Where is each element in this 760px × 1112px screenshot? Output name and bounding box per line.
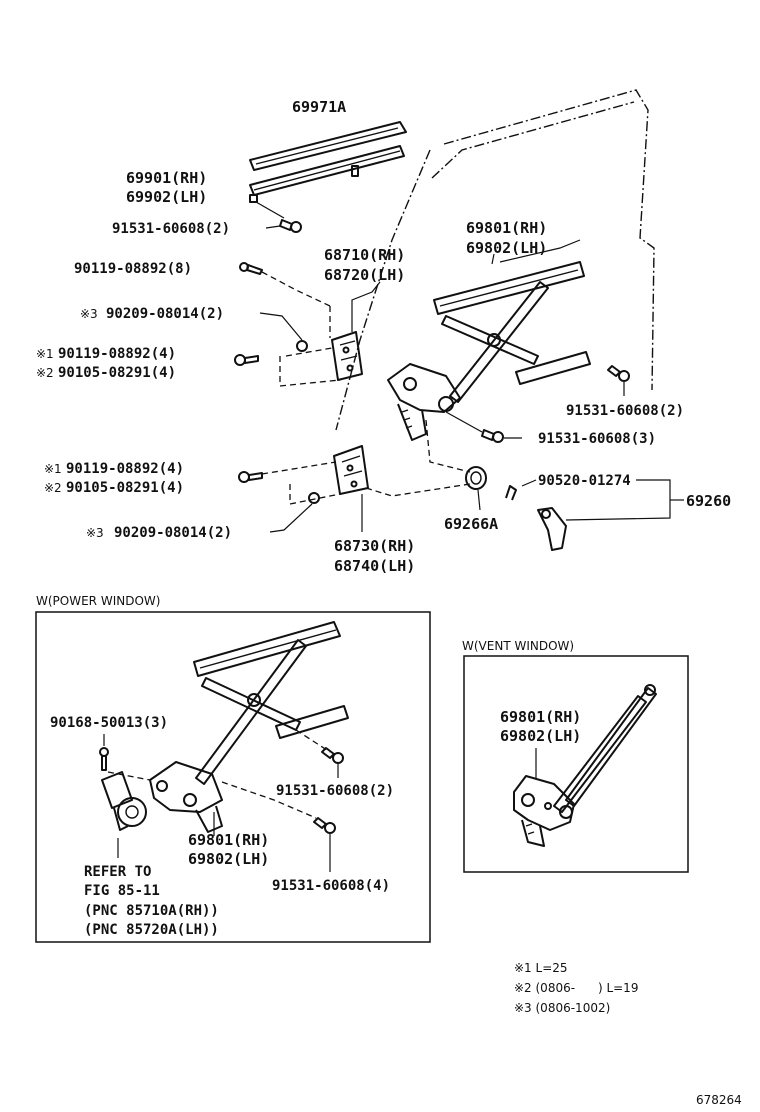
diagram-id: 678264 <box>696 1093 742 1107</box>
part-number-handle-assy: 69260 <box>686 492 731 510</box>
part-number-hinge-upper-rh: 68710(RH) <box>324 246 405 264</box>
part-number-69971a: 69971A <box>292 98 346 116</box>
part-number-nut-lower: 90209-08014(2) <box>114 525 232 541</box>
nut-icon <box>296 340 308 352</box>
part-number-bolt-upper-alt: 90105-08291(4) <box>58 365 176 381</box>
vent-window-box <box>463 655 689 873</box>
refer-line-2: FIG 85-11 <box>84 883 160 899</box>
note-marker: ※1 <box>36 347 54 361</box>
refer-line-3: (PNC 85710A(RH)) <box>84 903 219 919</box>
part-number-bolt-lower-alt: 90105-08291(4) <box>66 480 184 496</box>
upper-hinge <box>331 331 363 381</box>
part-number-pw-bolt-2: 91531-60608(2) <box>276 783 394 799</box>
power-window-title: W(POWER WINDOW) <box>36 594 160 608</box>
part-number-hinge-lower-lh: 68740(LH) <box>334 557 415 575</box>
bolt-icon <box>279 219 302 233</box>
door-frame-left <box>335 149 431 431</box>
vent-window-title: W(VENT WINDOW) <box>462 639 574 653</box>
part-number-vent-regulator-lh: 69802(LH) <box>500 727 581 745</box>
lower-hinge <box>333 445 369 495</box>
bolt-icon <box>607 365 630 382</box>
window-motor <box>101 771 147 831</box>
part-number-screw-lower: 90119-08892(4) <box>66 461 184 477</box>
power-window-box <box>35 611 431 943</box>
cushion-icon <box>465 466 487 490</box>
part-number-pw-screw: 90168-50013(3) <box>50 715 168 731</box>
clip-icon <box>505 485 517 501</box>
part-number-nut-upper: 90209-08014(2) <box>106 306 224 322</box>
note-marker: ※3 <box>86 526 104 540</box>
part-number-channel-lh: 69902(LH) <box>126 188 207 206</box>
part-number-bolt-regulator-2: 91531-60608(2) <box>566 403 684 419</box>
part-number-vent-regulator-rh: 69801(RH) <box>500 708 581 726</box>
part-number-cushion: 69266A <box>444 515 498 533</box>
part-number-regulator-rh: 69801(RH) <box>466 219 547 237</box>
note-marker: ※1 <box>44 462 62 476</box>
part-number-regulator-lh: 69802(LH) <box>466 239 547 257</box>
part-number-pw-regulator-lh: 69802(LH) <box>188 850 269 868</box>
door-frame-outline <box>443 89 655 391</box>
glass-channel-bracket <box>249 145 405 203</box>
screw-icon <box>234 354 259 366</box>
note-1: ※1 L=25 <box>514 961 568 975</box>
note-marker: ※3 <box>80 307 98 321</box>
part-number-channel-rh: 69901(RH) <box>126 169 207 187</box>
vent-window-regulator <box>513 684 657 847</box>
part-number-pw-regulator-rh: 69801(RH) <box>188 831 269 849</box>
refer-line-4: (PNC 85720A(LH)) <box>84 922 219 938</box>
door-panel-lower <box>425 419 471 473</box>
bolt-icon <box>321 747 344 764</box>
screw-icon <box>99 747 109 771</box>
part-number-screw-8: 90119-08892(8) <box>74 261 192 277</box>
note-2: ※2 (0806- ) L=19 <box>514 981 638 995</box>
bolt-icon <box>313 817 336 834</box>
part-number-bolt-regulator-3: 91531-60608(3) <box>538 431 656 447</box>
bolt-icon <box>481 429 504 443</box>
part-number-screw-upper: 90119-08892(4) <box>58 346 176 362</box>
part-number-clip: 90520-01274 <box>538 473 631 489</box>
nut-icon <box>308 492 320 504</box>
part-number-hinge-upper-lh: 68720(LH) <box>324 266 405 284</box>
screw-icon <box>238 471 263 483</box>
note-3: ※3 (0806-1002) <box>514 1001 610 1015</box>
part-number-bolt-channel: 91531-60608(2) <box>112 221 230 237</box>
refer-line-1: REFER TO <box>84 864 151 880</box>
screw-icon <box>239 262 263 275</box>
note-marker: ※2 <box>44 481 62 495</box>
glass-run-channel <box>249 121 407 171</box>
window-regulator <box>387 261 591 441</box>
note-marker: ※2 <box>36 366 54 380</box>
window-handle <box>537 507 567 551</box>
part-number-pw-bolt-4: 91531-60608(4) <box>272 878 390 894</box>
door-frame-inner <box>431 101 635 179</box>
part-number-hinge-lower-rh: 68730(RH) <box>334 537 415 555</box>
power-window-regulator <box>149 621 349 833</box>
